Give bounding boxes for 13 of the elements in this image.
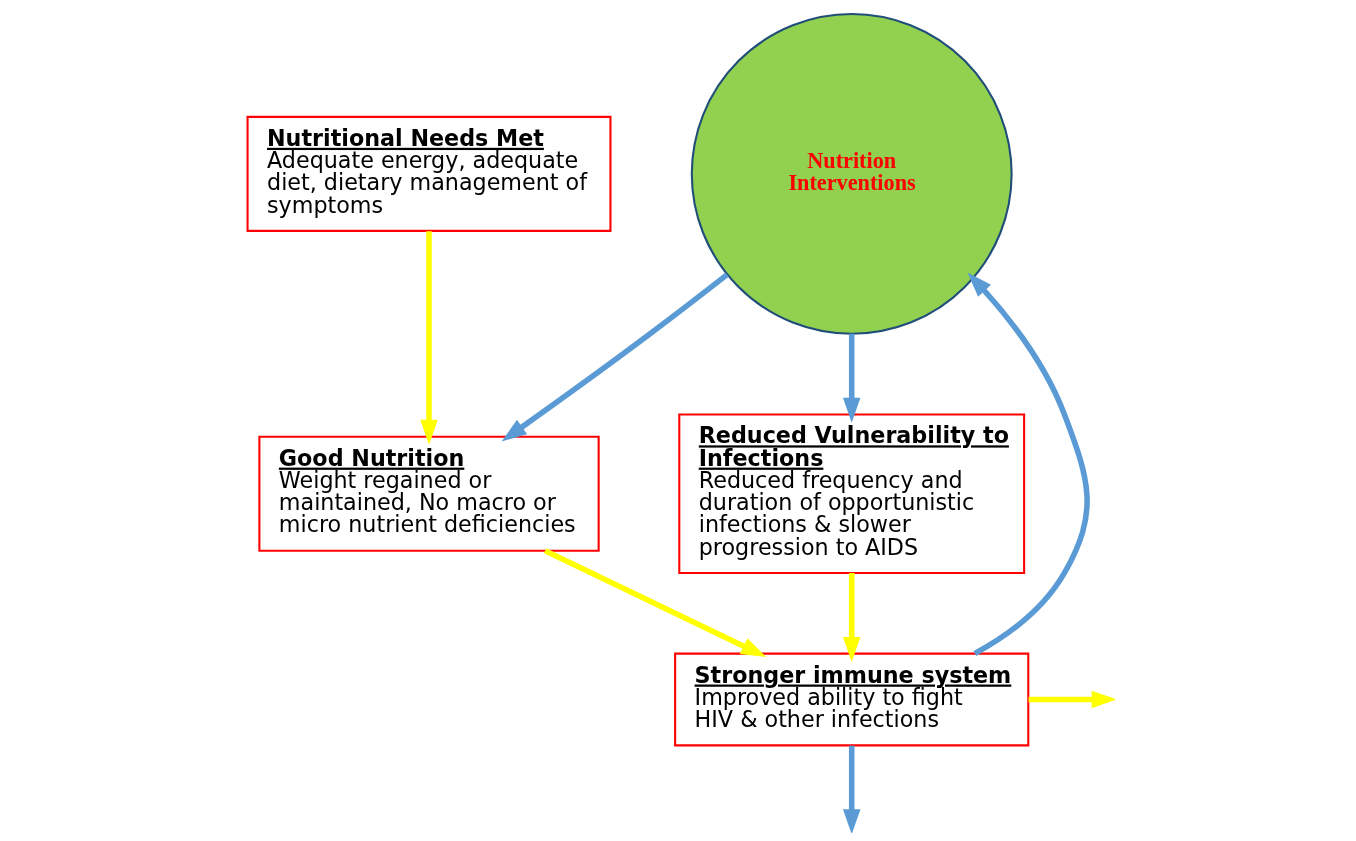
node-box: Good Nutrition Weight regained or maintained, No macro or micro nutrient deficiencies — [257, 435, 600, 552]
node-box: Stronger immune system Improved ability to fight HIV & other infections — [673, 652, 1029, 747]
arrow — [419, 231, 438, 445]
arrow — [842, 333, 860, 423]
node-box: Reduced Vulnerability to Infections Reduced frequency and duration of opportunistic infections & slower progression to AIDS — [677, 413, 1025, 574]
node-box: Nutritional Needs Met Adequate energy, adequate diet, dietary management of symptoms — [246, 115, 611, 232]
arrow — [501, 272, 729, 442]
arrow — [543, 548, 766, 657]
arrow — [967, 272, 1090, 656]
arrow — [1028, 690, 1115, 709]
node-circle: Nutrition Interventions — [690, 12, 1013, 335]
arrow — [842, 573, 860, 662]
arrow — [842, 745, 860, 833]
